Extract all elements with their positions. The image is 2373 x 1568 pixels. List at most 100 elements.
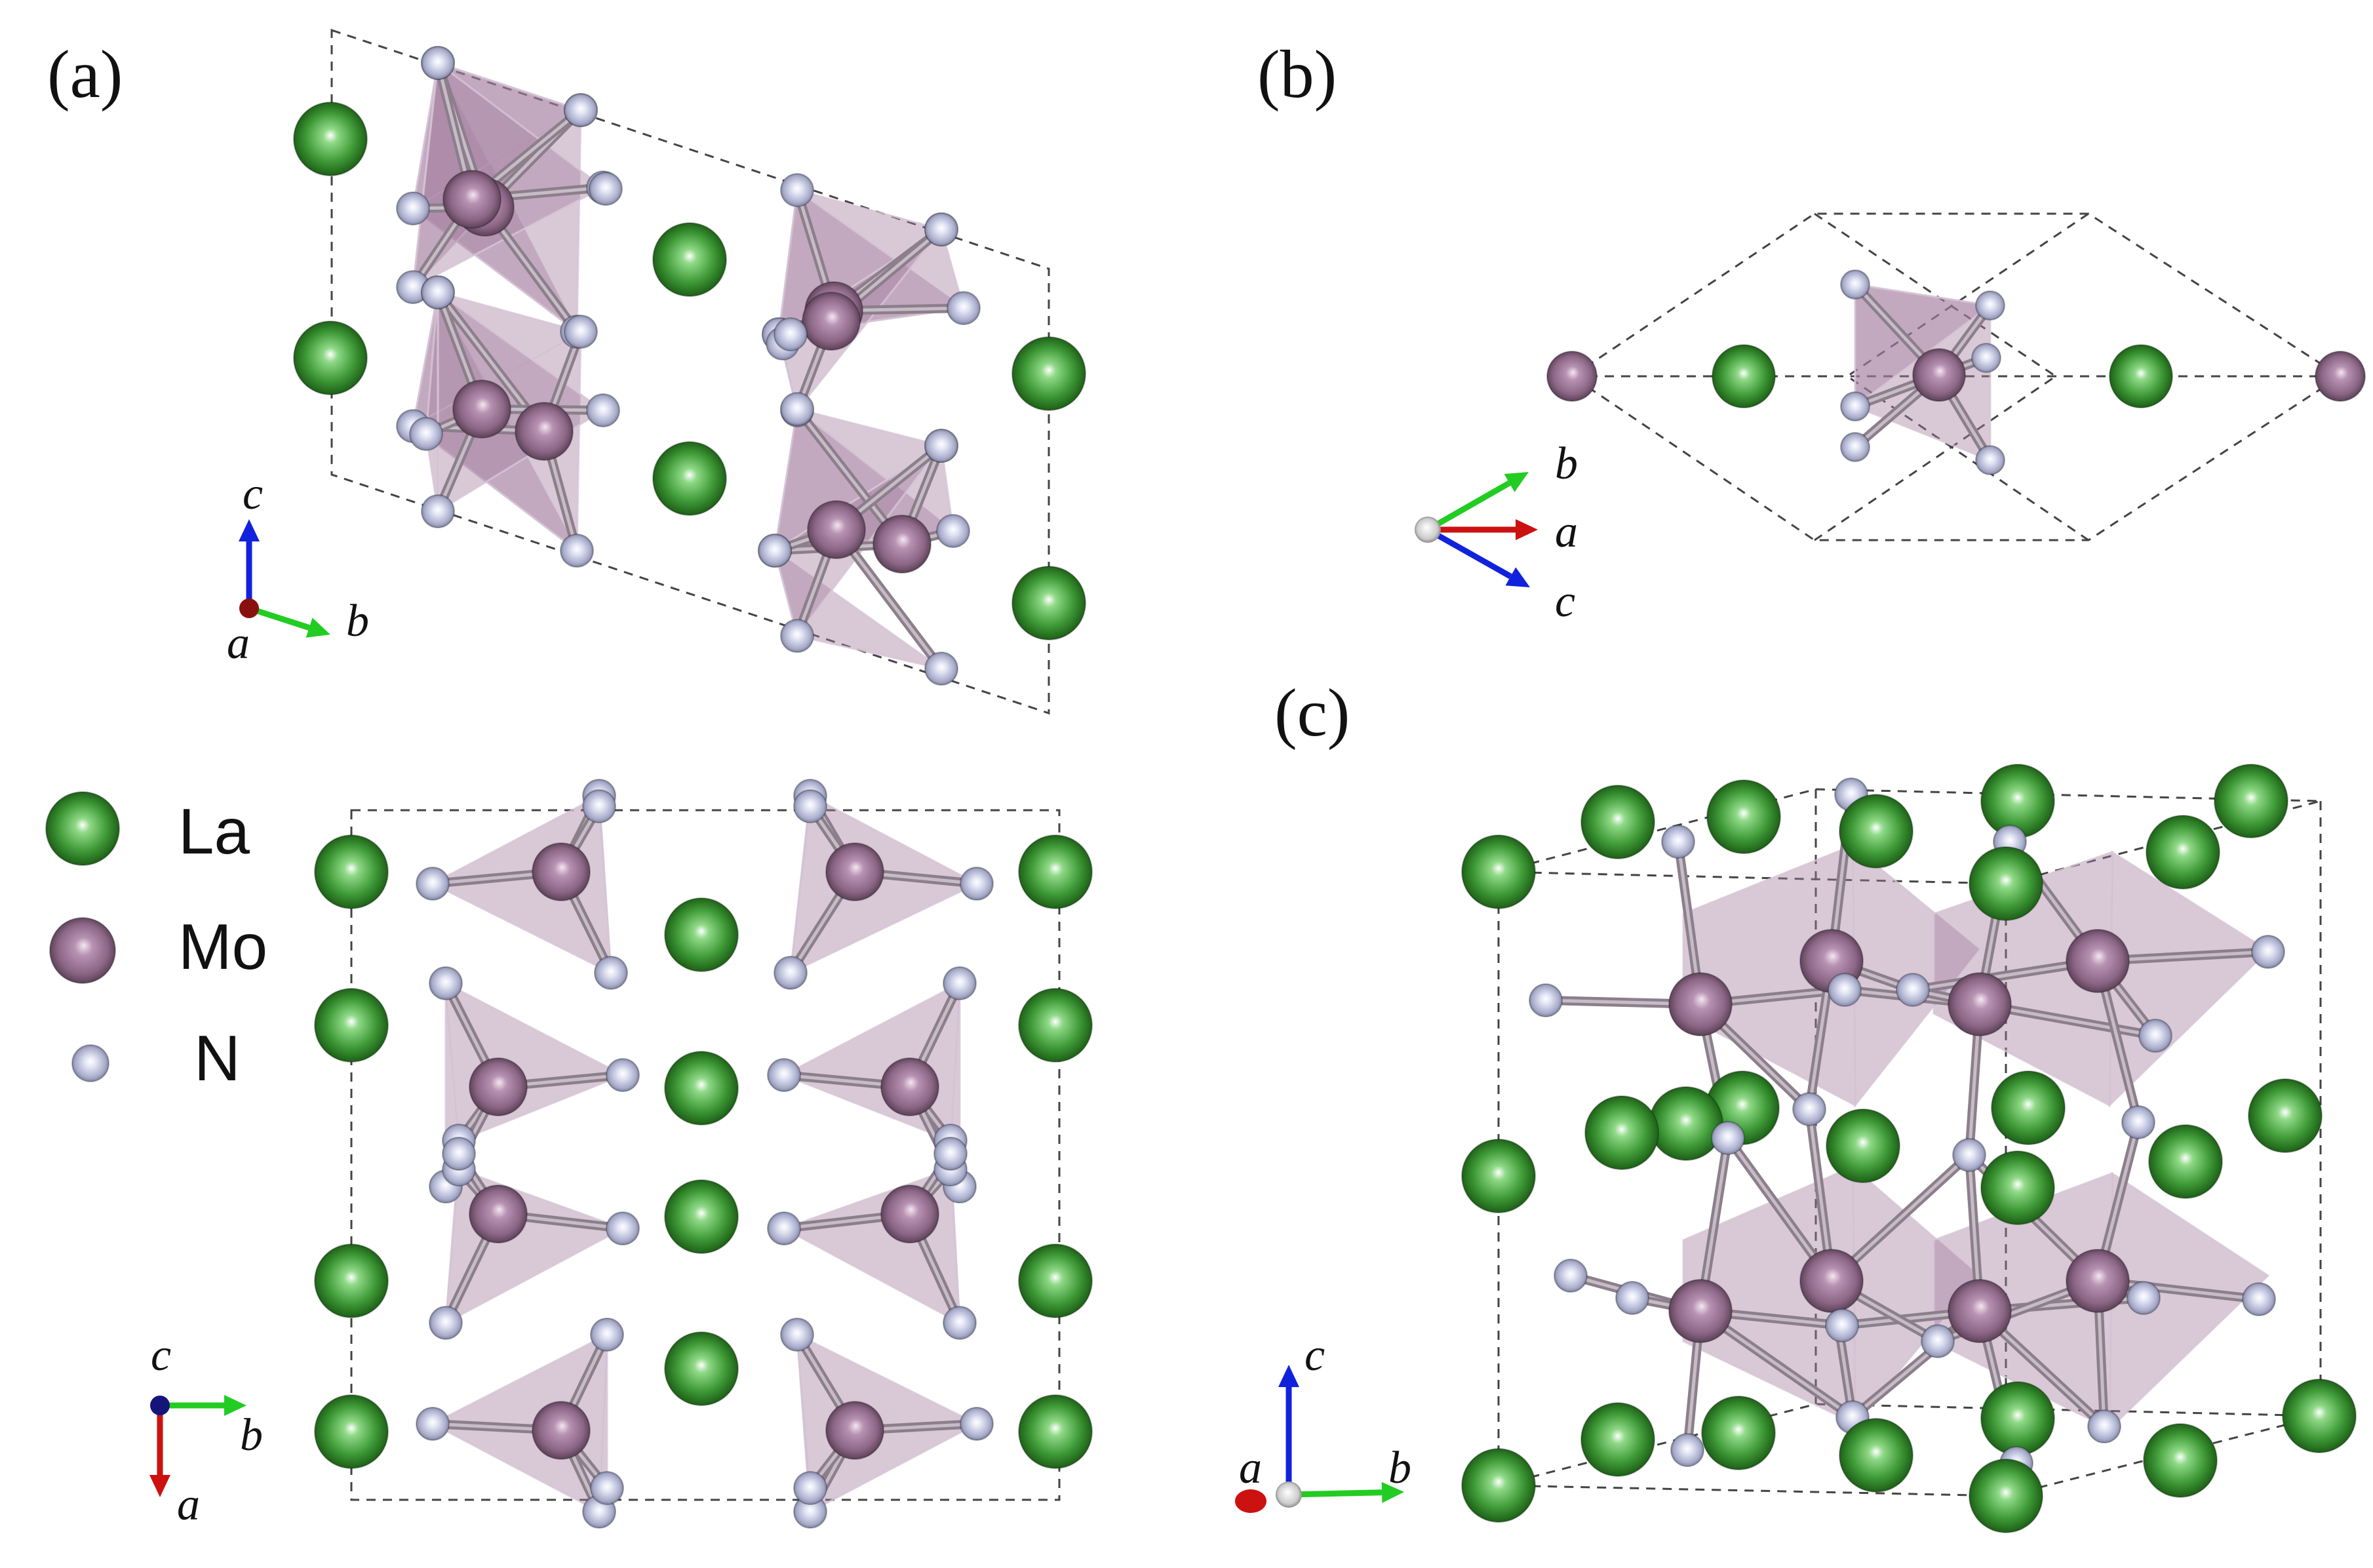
panel-c-back-la-atom-7: [1649, 1086, 1723, 1161]
panel-a-top-tetra-2b-n-atom-3: [421, 275, 455, 309]
panel-b-mo-atom-right: [2315, 351, 2366, 402]
panel-a-top-tetra-4b-n-atom-1: [780, 619, 814, 653]
panel-b-la-atom-left: [1712, 344, 1776, 408]
panel-a-top-tetra-1b-n-atom-3: [421, 46, 455, 80]
panel-a-top-tetra-2b-mo-atom: [452, 380, 511, 439]
panel-a-bottom-la-atom-6: [664, 1051, 739, 1126]
axis-c-arrow-c: [1278, 1365, 1299, 1495]
axis-a-top-label-a: a: [227, 618, 250, 669]
panel-c-front-la-atom-4: [1969, 846, 2043, 921]
axis-a-bottom-arrow-b: [160, 1395, 246, 1416]
panel-c-mo-atom-7: [1799, 1249, 1864, 1313]
panel-a-top-tetra-3-n-atom-4: [947, 291, 981, 325]
panel-a-bottom-tetra-3-n-atom-2: [606, 1058, 640, 1092]
panel-a-bottom-tetra-7-mo-atom: [532, 1401, 591, 1460]
panel-a-top-tetra-2-n-atom-2: [564, 315, 598, 349]
panel-b-n-atom-2: [1975, 290, 2005, 321]
axis-a-top-origin-a: [239, 598, 259, 618]
panel-a-top-n-atom-extra-1: [589, 172, 623, 206]
panel-a-bottom-tetra-1-n-atom-4: [582, 789, 616, 823]
panel-c-mo-atom-3: [1668, 1279, 1733, 1343]
panel-b-n-atom-5: [1840, 432, 1870, 462]
panel-a-bottom-la-atom-10: [1018, 988, 1093, 1063]
panel-a-bottom-la-atom-12: [1018, 1394, 1093, 1469]
panel-a-bottom-tetra-8-mo-atom: [825, 1401, 884, 1460]
panel-b-la-atom-right: [2109, 344, 2173, 408]
panel-b-n-atom-1: [1840, 269, 1870, 300]
panel-a-top-tetra-1b-mo-atom: [442, 170, 501, 229]
axis-a-bottom-arrow-a: [149, 1405, 170, 1497]
panel-c-n-atom-19: [1670, 1433, 1704, 1467]
panel-a-top-la-atom-6: [1011, 566, 1086, 640]
axis-c-arrow-b: [1288, 1481, 1404, 1503]
panel-a-top-tetra-1b-n-atom-2: [564, 93, 598, 127]
axis-a-bottom-label-a: a: [177, 1480, 200, 1530]
legend-swatch-mo: [49, 917, 116, 984]
legend-label-n: N: [194, 1022, 241, 1094]
panel-c-back-la-atom-5: [1991, 1070, 2066, 1145]
panel-c-front-la-atom-5: [2146, 815, 2220, 890]
panel-a-bottom-tetra-5-n-atom-4: [442, 1137, 476, 1171]
panel-c-n-atom-7: [2138, 1019, 2172, 1053]
axis-a-top-label-c: c: [243, 469, 263, 519]
panel-a-bottom-la-atom-8: [664, 1331, 739, 1406]
axis-a-top-arrow-b: [248, 605, 330, 638]
panel-a-top-la-atom-4: [652, 441, 727, 516]
panel-a-top-tetra-4b-n-atom-4: [924, 429, 958, 463]
axis-a-top-arrow-c: [239, 519, 260, 608]
panel-label-b: (b): [1257, 37, 1337, 112]
panel-c-n-atom-15: [1825, 1308, 1859, 1343]
axis-b-label-c: c: [1555, 576, 1575, 627]
panel-label-a: (a): [47, 37, 123, 112]
panel-c-mo-atom-1: [1668, 972, 1733, 1036]
legend-label-la: La: [178, 795, 250, 867]
panel-a-bottom-la-atom-7: [664, 1179, 739, 1254]
panel-a-bottom-tetra-2-mo-atom: [825, 842, 884, 901]
panel-c-n-atom-16: [1921, 1324, 1955, 1358]
panel-c-n-atom-6: [1896, 973, 1930, 1007]
panel-a-top-tetra-2-face-3: [411, 330, 582, 553]
panel-a-top-la-atom-1: [293, 102, 368, 176]
panel-a-bottom-la-atom-2: [314, 988, 389, 1063]
axis-triads: [149, 472, 1538, 1513]
panel-a-top-la-atom-5: [1011, 336, 1086, 411]
panel-c-n-atom-9: [1711, 1121, 1745, 1155]
panel-a-bottom-tetra-4-mo-atom: [880, 1057, 939, 1116]
axis-b-arrow-c: [1426, 527, 1530, 587]
panel-a-top-tetra-4b-n-atom-2: [924, 652, 958, 686]
axis-b-arrow-b: [1426, 472, 1529, 532]
panel-a-top-tetra-3b-n-atom-2: [924, 212, 958, 246]
panel-a-bottom-la-atom-4: [314, 1394, 389, 1469]
panel-a-bottom-tetra-2-n-atom-4: [793, 789, 827, 823]
panel-c-front-la-atom-8: [1826, 1108, 1900, 1183]
panel-a-bottom-tetra-8-n-atom-1: [780, 1318, 814, 1352]
panel-a-bottom-tetra-3-n-atom-1: [429, 966, 463, 1000]
panel-a-bottom-tetra-7-n-atom-1: [590, 1318, 624, 1352]
panel-a-bottom-tetra-8-n-atom-4: [793, 1471, 827, 1505]
panel-a-bottom-la-atom-5: [664, 897, 739, 972]
panel-a-top-tetra-3-n-atom-1: [780, 173, 814, 207]
panel-c-mo-atom-4: [1948, 1279, 2012, 1343]
panel-a-bottom-la-atom-9: [1018, 834, 1093, 909]
axis-labels: c b a c b a b a c c a b: [151, 439, 1578, 1530]
panel-c-n-atom-12: [2121, 1105, 2155, 1139]
axis-b-label-a: a: [1555, 507, 1578, 557]
axis-a-bottom-origin-c: [150, 1396, 170, 1415]
axis-b-label-b: b: [1555, 439, 1578, 489]
panel-a-bottom-la-atom-3: [314, 1244, 389, 1318]
panel-c-front-la-atom-12: [1580, 1402, 1655, 1477]
panel-a-top-tetra-2-mo-atom: [515, 402, 574, 461]
axis-c-label-b: b: [1388, 1443, 1411, 1493]
panel-c-mo-atom-2: [1948, 972, 2012, 1036]
panel-c-back-la-atom-6: [2248, 1078, 2323, 1153]
panel-c-n-atom-8: [2251, 935, 2285, 969]
panel-c-n-atom-22: [2087, 1409, 2121, 1443]
panel-c-front-la-atom-9: [1980, 1150, 2055, 1225]
panel-c-n-atom-11: [1952, 1138, 1986, 1172]
panel-a-top-tetra-2b-n-atom-1: [421, 494, 455, 528]
panel-a-bottom-tetra-5-mo-atom: [469, 1185, 528, 1244]
legend-swatch-la: [45, 791, 120, 866]
legend-swatch-n: [71, 1044, 109, 1082]
panel-a-bottom-tetra-4-n-atom-1: [943, 966, 977, 1000]
